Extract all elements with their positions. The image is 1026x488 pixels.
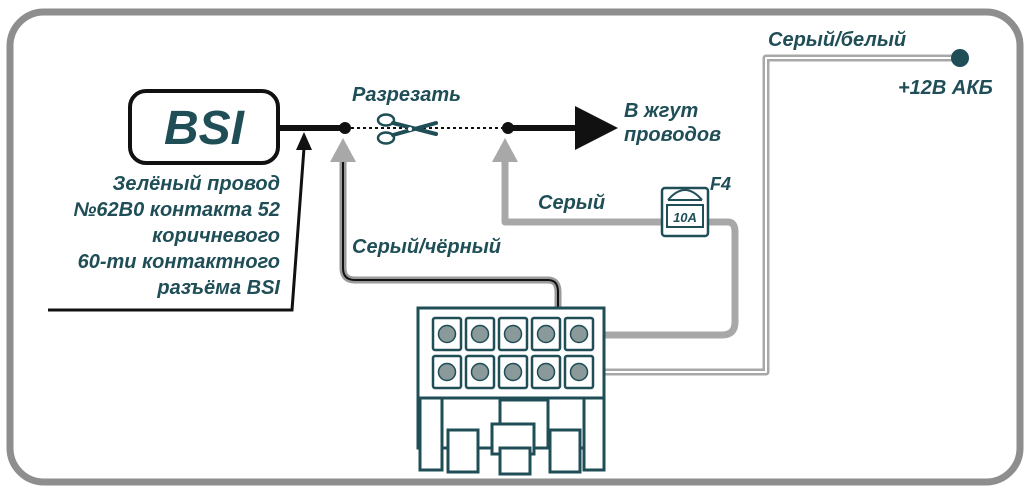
fuse-name: F4 [710,174,731,194]
fuse-icon [660,186,710,238]
connector-pin [470,362,490,382]
bsi-box [128,89,280,165]
note-line: №62В0 контакта 52 [74,199,280,221]
connector-pin [503,362,523,382]
note-line: коричневого [152,225,280,247]
grey-black-label: Серый/чёрный [352,236,501,258]
connector-pin [536,362,556,382]
harness-arrow [575,106,618,150]
wire-grey [501,150,739,339]
connector-pin [569,362,589,382]
connector-pin [437,324,457,344]
note-line: 60-ти контактного [78,251,280,273]
grey-label: Серый [538,192,605,214]
junction-right [502,122,514,134]
scissors-icon [376,113,438,145]
note-line: Зелёный провод [112,173,280,195]
note-line: разъёма BSI [156,277,280,299]
harness-label-line1: В жгут [624,100,698,122]
harness-label-line2: проводов [624,124,721,146]
battery-terminal-dot [951,49,969,67]
note-leader-line [48,147,306,312]
fuse-rating: 10A [673,210,697,225]
note-text: Зелёный провод №62В0 контакта 52 коричне… [74,173,281,299]
bsi-label: BSI [164,102,246,155]
grey-black-arrow [330,138,356,162]
grey-arrow [492,138,518,162]
junction-left [339,122,351,134]
connector-pin [437,362,457,382]
battery-label: +12В АКБ [898,77,993,99]
note-arrow [296,132,312,150]
connector-pin [503,324,523,344]
cut-label: Разрезать [352,84,461,106]
grey-white-label: Серый/белый [768,29,906,51]
connector-pins [431,316,595,390]
connector-pin [536,324,556,344]
connector-pin [569,324,589,344]
connector-pin [470,324,490,344]
